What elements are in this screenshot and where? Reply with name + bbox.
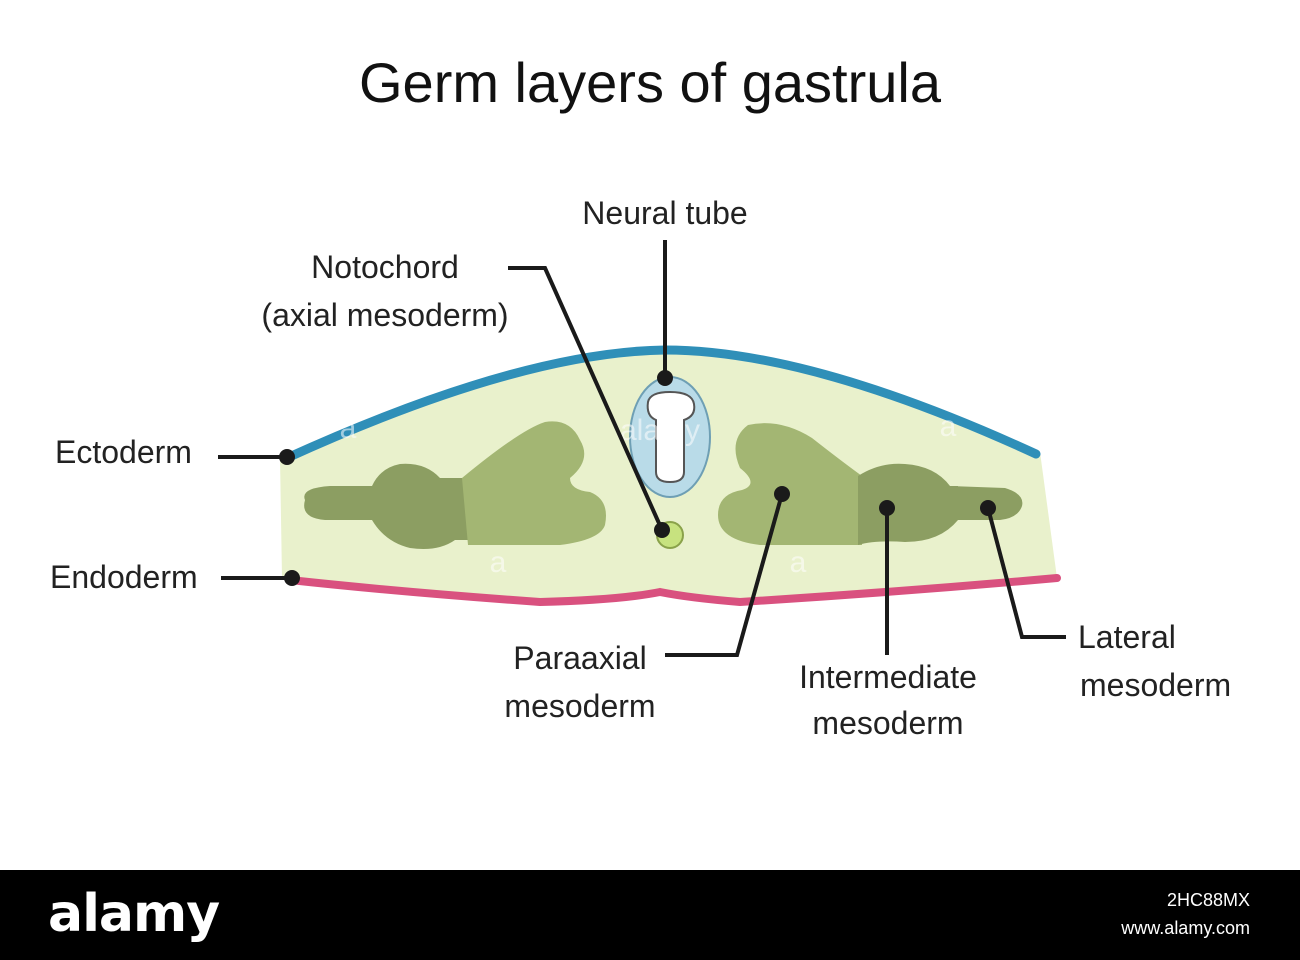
watermark-mark: a [940, 410, 957, 443]
watermark-mark: a [490, 546, 507, 579]
dot-notochord [654, 522, 670, 538]
label-endoderm: Endoderm [50, 559, 198, 595]
watermark-mark: a [790, 546, 807, 579]
label-ectoderm: Ectoderm [55, 434, 192, 470]
dot-ectoderm [279, 449, 295, 465]
leader-paraaxial [665, 493, 784, 657]
leader-lateral [986, 507, 1066, 639]
leader-notochord [508, 266, 664, 531]
dot-neural-tube [657, 370, 673, 386]
paraxial-mesoderm-left [462, 421, 606, 545]
endoderm-layer [286, 574, 1061, 607]
dot-endoderm [284, 570, 300, 586]
label-lateral-line2: mesoderm [1080, 667, 1231, 703]
label-notochord-line1: Notochord [311, 249, 459, 285]
label-paraaxial-line1: Paraaxial [513, 640, 646, 676]
gastrula-diagram: Germ layers of gastrula alamy a a a a [50, 51, 1231, 741]
dot-paraaxial [774, 486, 790, 502]
label-lateral-line1: Lateral [1078, 619, 1176, 655]
paraxial-mesoderm-right [718, 423, 862, 545]
label-neural-tube: Neural tube [582, 195, 747, 231]
label-intermediate-line1: Intermediate [799, 659, 977, 695]
lateral-mesoderm-left [304, 463, 470, 549]
image-id: 2HC88MX [1166, 890, 1250, 910]
label-paraaxial-line2: mesoderm [504, 688, 655, 724]
page-title: Germ layers of gastrula [359, 51, 942, 114]
dot-lateral [980, 500, 996, 516]
neural-canal [646, 390, 696, 484]
watermark-footer: alamy 2HC88MX www.alamy.com [0, 870, 1300, 960]
intermediate-mesoderm [858, 463, 958, 545]
label-notochord-line2: (axial mesoderm) [261, 297, 508, 333]
leader-dots [279, 370, 996, 586]
leader-lines [218, 240, 1066, 657]
dot-intermediate [879, 500, 895, 516]
watermark-mark: a [340, 412, 357, 445]
watermark-overlay: alamy [620, 414, 700, 447]
alamy-logo: alamy [48, 884, 220, 944]
label-intermediate-line2: mesoderm [812, 705, 963, 741]
site-url: www.alamy.com [1121, 918, 1250, 938]
